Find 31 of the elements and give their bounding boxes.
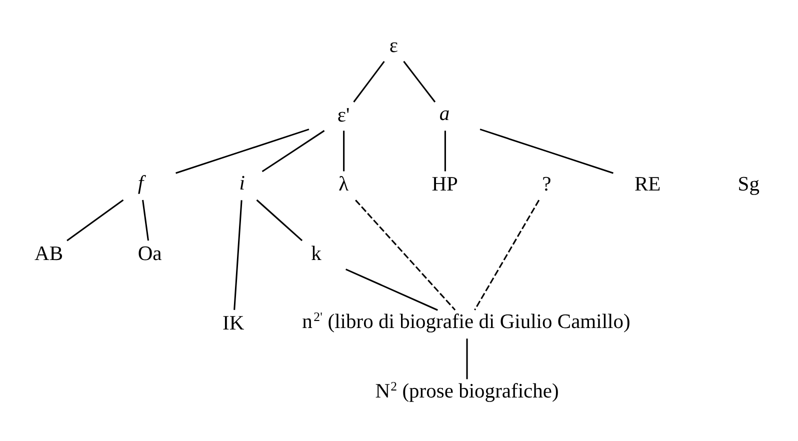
connector <box>142 200 150 241</box>
connector <box>262 130 325 172</box>
connector <box>346 268 438 311</box>
connector <box>355 200 456 310</box>
connector <box>474 200 540 310</box>
node-text: RE <box>634 174 661 196</box>
connector <box>444 130 446 172</box>
node-text: ε' <box>337 104 350 126</box>
node-text: Oa <box>138 243 162 266</box>
node-text: AB <box>34 243 64 266</box>
connector <box>480 128 614 174</box>
node-text: a <box>439 103 450 126</box>
connector <box>353 60 385 102</box>
node-text: IK <box>222 312 244 334</box>
connector <box>256 199 303 242</box>
connector <box>234 200 242 310</box>
node-text: f <box>138 172 144 194</box>
node-text: ? <box>542 174 552 196</box>
connector <box>66 199 124 242</box>
connector <box>343 130 345 172</box>
node-text: HP <box>432 174 458 196</box>
node-text: k <box>311 243 322 266</box>
node-text: N$^{2}$ (prose biografiche) <box>375 379 559 402</box>
connector <box>466 338 468 380</box>
connector <box>176 128 310 174</box>
connector <box>403 60 436 102</box>
node-text: i <box>239 172 245 194</box>
node-text: ε <box>389 35 398 58</box>
node-text: n$^{2'}$ (libro di biografie di Giulio Camillo) <box>302 310 630 334</box>
label: Sg <box>738 174 760 196</box>
node-text: λ <box>338 174 349 196</box>
